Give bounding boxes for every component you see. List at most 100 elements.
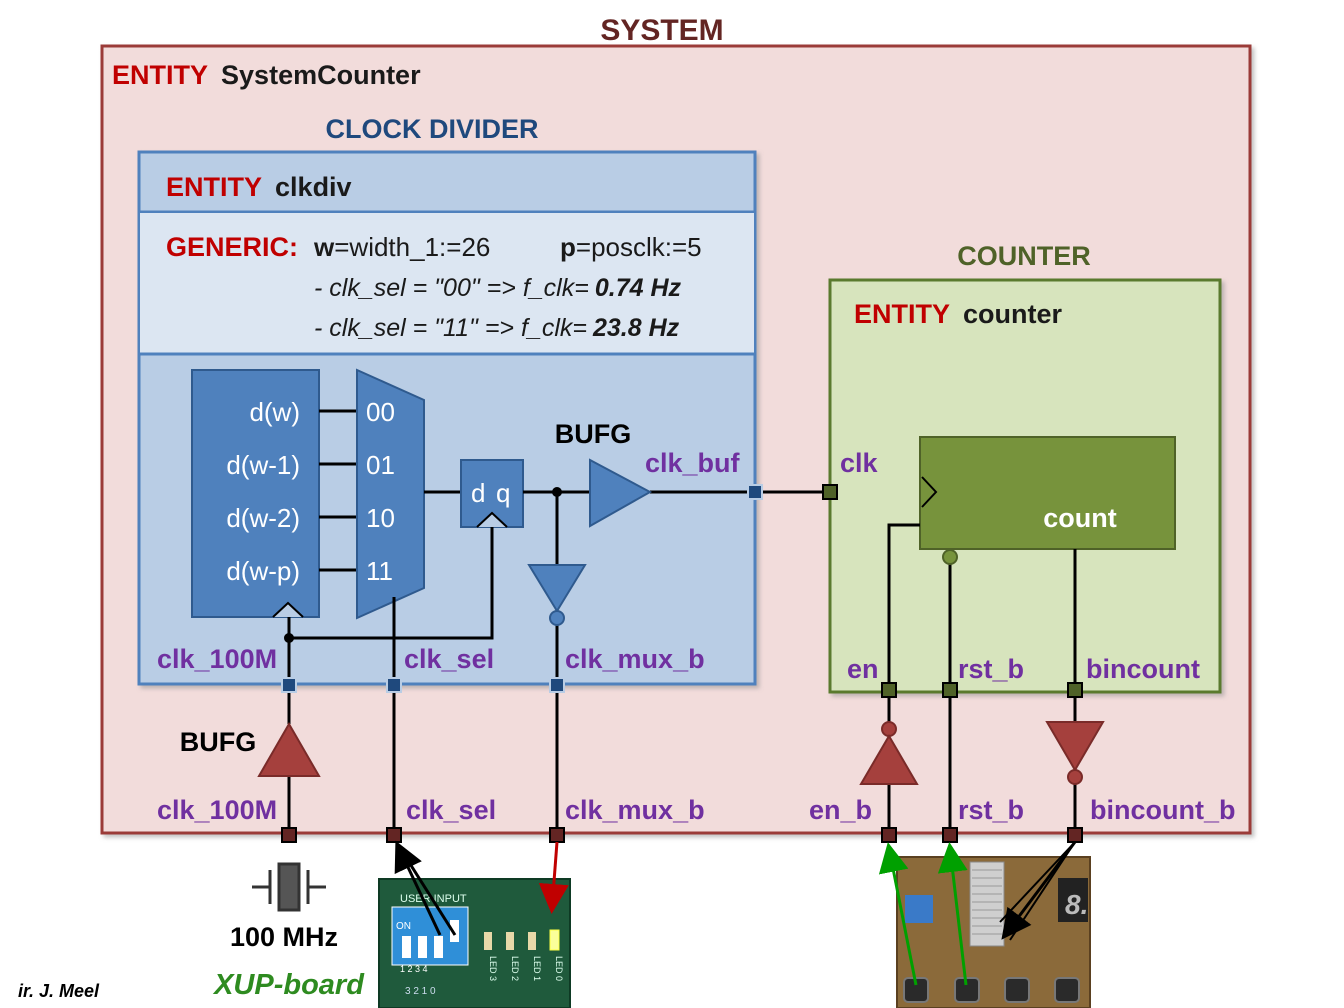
generic-sel11: - clk_sel = "11" => f_clk=23.8 Hz xyxy=(314,314,680,342)
generic-section xyxy=(140,213,754,354)
dip-switch xyxy=(402,936,411,958)
counter-clock-input-icon xyxy=(921,476,938,508)
clockdiv-entity-line: ENTITY clkdiv xyxy=(166,172,352,202)
mux-in-2: 10 xyxy=(366,503,395,533)
counter-entity-name: counter xyxy=(963,299,1063,329)
push-button-icon xyxy=(1004,977,1030,1003)
crystal-oscillator-icon xyxy=(252,862,326,912)
board-name: XUP-board xyxy=(212,969,365,1001)
push-button-icon xyxy=(954,977,980,1003)
generic-sel00-text: - clk_sel = "00" => f_clk= xyxy=(314,274,589,302)
inverter-clk-mux-icon xyxy=(527,564,587,613)
dip-switch-block-2 xyxy=(905,895,933,923)
push-buttons xyxy=(903,977,1080,1003)
bufg-system-icon xyxy=(257,721,321,777)
counter-entity-line: ENTITY counter xyxy=(854,299,1063,329)
generic-sel11-text: - clk_sel = "11" => f_clk= xyxy=(314,314,587,342)
generic-p-value: =posclk:=5 xyxy=(576,232,702,262)
port-marker xyxy=(386,827,402,843)
oscillator-label: 100 MHz xyxy=(230,922,338,952)
junction-dot xyxy=(284,633,294,643)
counter-board-photo: 8. xyxy=(896,856,1091,1008)
dip-switch xyxy=(434,936,443,958)
clockdiv-entity-name: clkdiv xyxy=(275,172,352,202)
system-entity-line: ENTITY SystemCounter xyxy=(112,60,421,90)
led-label-1: LED 1 xyxy=(532,956,542,981)
divider-clock-input-icon xyxy=(272,601,304,618)
counter-port-en: en xyxy=(847,654,879,684)
generic-sel11-freq: 23.8 Hz xyxy=(592,314,680,342)
clockdiv-port-clksel: clk_sel xyxy=(404,644,494,674)
led-bar-segments xyxy=(972,869,1002,935)
counter-port-bincount: bincount xyxy=(1086,654,1200,684)
divider-out-2: d(w-2) xyxy=(226,503,300,533)
bincount-inverter-icon xyxy=(1045,721,1105,772)
button-arrows xyxy=(878,842,968,986)
system-entity-name: SystemCounter xyxy=(221,60,421,90)
generic-p-symbol: p xyxy=(560,232,576,262)
system-wires xyxy=(287,685,1077,835)
port-marker xyxy=(822,484,838,500)
bufg-label-internal: BUFG xyxy=(555,419,632,449)
bufg-label-system: BUFG xyxy=(180,727,257,757)
dip-switch xyxy=(418,936,427,958)
port-marker xyxy=(281,827,297,843)
system-port-clk100m: clk_100M xyxy=(157,795,277,825)
system-port-clkmuxb: clk_mux_b xyxy=(565,795,705,825)
counter-port-clk: clk xyxy=(840,448,879,478)
divider-mux-wires xyxy=(319,409,357,572)
counter-block xyxy=(919,436,1176,550)
mux-in-3: 11 xyxy=(366,556,393,586)
system-port-bincountb: bincount_b xyxy=(1090,795,1235,825)
generic-sel00-freq: 0.74 Hz xyxy=(595,274,682,302)
counter-entity-keyword: ENTITY xyxy=(854,299,950,329)
divider-out-0: d(w) xyxy=(249,397,300,427)
counter-block-label: count xyxy=(1043,503,1117,533)
flipflop-d: d xyxy=(471,478,485,508)
en-inverter-bubble xyxy=(881,721,897,737)
clockdiv-entity-keyword: ENTITY xyxy=(166,172,262,202)
clk-sel-arrows xyxy=(394,840,457,936)
port-marker xyxy=(549,827,565,843)
divider-out-1: d(w-1) xyxy=(226,450,300,480)
generic-w: w=width_1:=26 xyxy=(313,232,490,262)
led-icon xyxy=(484,932,492,950)
led-icon xyxy=(506,932,514,950)
clockdiv-port-clkmuxb: clk_mux_b xyxy=(565,644,705,674)
port-marker xyxy=(942,682,958,698)
dip-switch-numbers: 1 2 3 4 xyxy=(400,964,428,974)
generic-sel00: - clk_sel = "00" => f_clk=0.74 Hz xyxy=(314,274,682,302)
counter-title: COUNTER xyxy=(957,241,1091,271)
generic-p: p=posclk:=5 xyxy=(560,232,702,262)
flipflop-q: q xyxy=(496,478,510,508)
led-label-2: LED 2 xyxy=(510,956,520,981)
port-marker xyxy=(386,677,402,693)
led-bar-icon xyxy=(969,861,1005,947)
port-marker xyxy=(881,682,897,698)
counter-wires xyxy=(887,523,1077,690)
divider-block xyxy=(191,369,320,618)
led-icon xyxy=(528,932,536,950)
counter-port-markers xyxy=(822,484,1083,698)
dip-switch-numbers-bottom: 3 2 1 0 xyxy=(405,986,436,997)
port-marker xyxy=(881,827,897,843)
port-marker xyxy=(549,677,565,693)
generic-keyword: GENERIC: xyxy=(166,232,298,262)
generic-w-symbol: w xyxy=(313,232,335,262)
inverter-bubble xyxy=(549,610,565,626)
port-marker xyxy=(1067,827,1083,843)
system-port-rstb: rst_b xyxy=(958,795,1024,825)
junction-dot xyxy=(552,487,562,497)
system-entity-keyword: ENTITY xyxy=(112,60,208,90)
divider-out-3: d(w-p) xyxy=(226,556,300,586)
push-button-icon xyxy=(1054,977,1080,1003)
xup-board-photo: USER INPUT ON 1 2 3 4 3 2 1 0 LED 3 LED … xyxy=(378,878,571,1008)
led-bar-arrows xyxy=(999,841,1077,941)
led-label-0: LED 0 xyxy=(554,956,564,981)
clk-mux-arrow xyxy=(538,841,569,914)
generic-w-value: =width_1:=26 xyxy=(334,232,490,262)
system-port-enb: en_b xyxy=(809,795,872,825)
port-marker xyxy=(281,677,297,693)
en-inverter-icon xyxy=(859,734,919,785)
